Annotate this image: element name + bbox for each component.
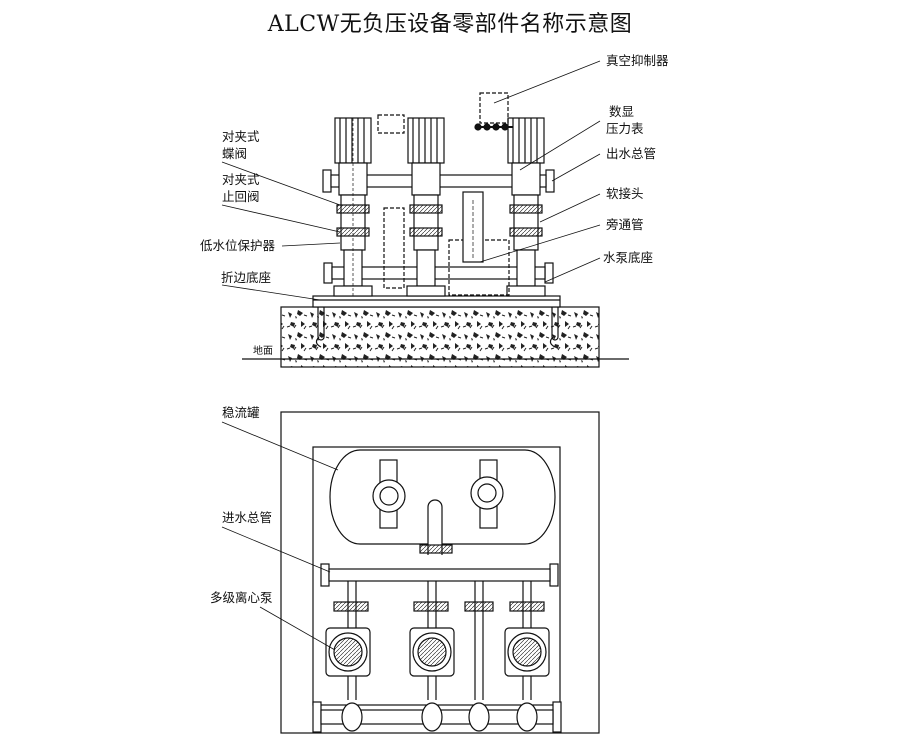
concrete-foundation	[242, 306, 629, 368]
label-vacuum-suppressor: 真空抑制器	[606, 53, 669, 68]
label-wafer-butterfly-line1: 对夹式	[222, 129, 260, 144]
label-pump-base: 水泵底座	[603, 250, 654, 265]
label-wafer-butterfly-line2: 蝶阀	[222, 146, 248, 161]
label-soft-joint: 软接头	[606, 186, 644, 201]
label-surge-tank: 稳流罐	[222, 405, 260, 420]
bypass-pipe-front	[383, 191, 510, 296]
leader-lines-plan	[221, 421, 339, 651]
diagram-title: ALCW无负压设备零部件名称示意图	[267, 12, 633, 37]
label-low-level-protector: 低水位保护器	[200, 238, 276, 253]
label-multistage-pump: 多级离心泵	[210, 590, 273, 605]
label-digital-gauge-line2: 压力表	[606, 121, 644, 136]
label-wafer-check-line2: 止回阀	[222, 189, 260, 204]
pump-2-front	[406, 117, 446, 297]
label-flanged-base: 折边底座	[221, 270, 272, 285]
inlet-manifold-front	[323, 262, 554, 284]
leader-lines-front	[221, 60, 601, 301]
vacuum-suppressor-front	[377, 92, 513, 134]
pump-3-front	[506, 117, 546, 297]
pumps-plan	[325, 581, 550, 700]
surge-tank-plan	[329, 449, 556, 555]
label-ground: 地面	[253, 346, 273, 357]
label-bypass-pipe: 旁通管	[606, 217, 644, 232]
outlet-manifold-plan	[312, 701, 562, 733]
label-inlet-manifold: 进水总管	[222, 510, 273, 525]
inlet-manifold-plan	[320, 563, 559, 587]
pump-1-front	[333, 117, 373, 297]
label-wafer-check-line1: 对夹式	[222, 172, 260, 187]
label-digital-gauge-line1: 数显	[609, 104, 635, 119]
label-outlet-manifold: 出水总管	[606, 146, 657, 161]
